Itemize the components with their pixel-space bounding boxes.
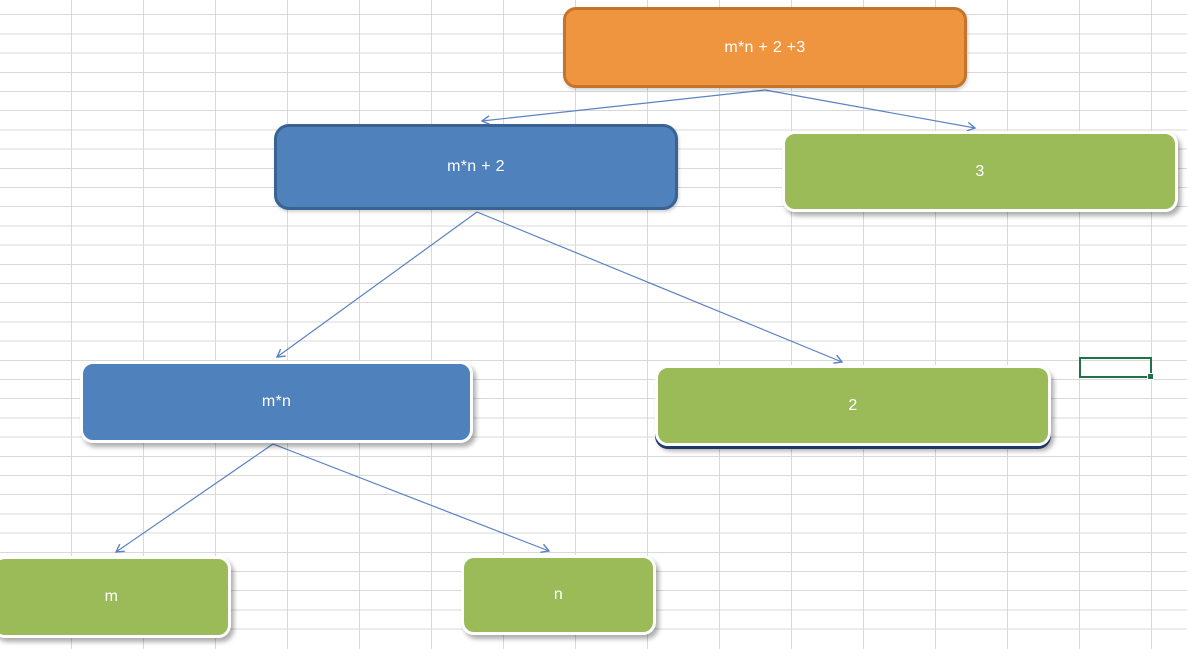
node-three-label: 3 bbox=[975, 162, 985, 180]
connector-root-to-three[interactable] bbox=[764, 89, 977, 132]
node-root[interactable]: m*n + 2 +3 bbox=[563, 7, 967, 88]
node-m-label: m bbox=[104, 588, 119, 605]
node-three[interactable]: 3 bbox=[782, 131, 1178, 212]
node-sum[interactable]: m*n + 2 bbox=[274, 124, 678, 210]
node-sum-label: m*n + 2 bbox=[447, 158, 505, 175]
node-two-label: 2 bbox=[848, 396, 858, 414]
connector-sum-to-product[interactable] bbox=[275, 211, 478, 358]
node-two[interactable]: 2 bbox=[655, 365, 1051, 446]
connector-sum-to-two[interactable] bbox=[476, 211, 844, 364]
connector-product-to-m[interactable] bbox=[114, 443, 274, 553]
node-product[interactable]: m*n bbox=[80, 361, 473, 443]
node-product-label: m*n bbox=[261, 393, 292, 410]
fill-handle[interactable] bbox=[1147, 373, 1154, 380]
node-n[interactable]: n bbox=[461, 555, 656, 635]
connector-product-to-n[interactable] bbox=[272, 443, 551, 553]
node-n-label: n bbox=[553, 586, 564, 603]
selected-cell[interactable] bbox=[1079, 357, 1154, 380]
node-m[interactable]: m bbox=[0, 556, 231, 638]
connector-root-to-sum[interactable] bbox=[480, 89, 766, 126]
node-root-label: m*n + 2 +3 bbox=[724, 38, 806, 56]
